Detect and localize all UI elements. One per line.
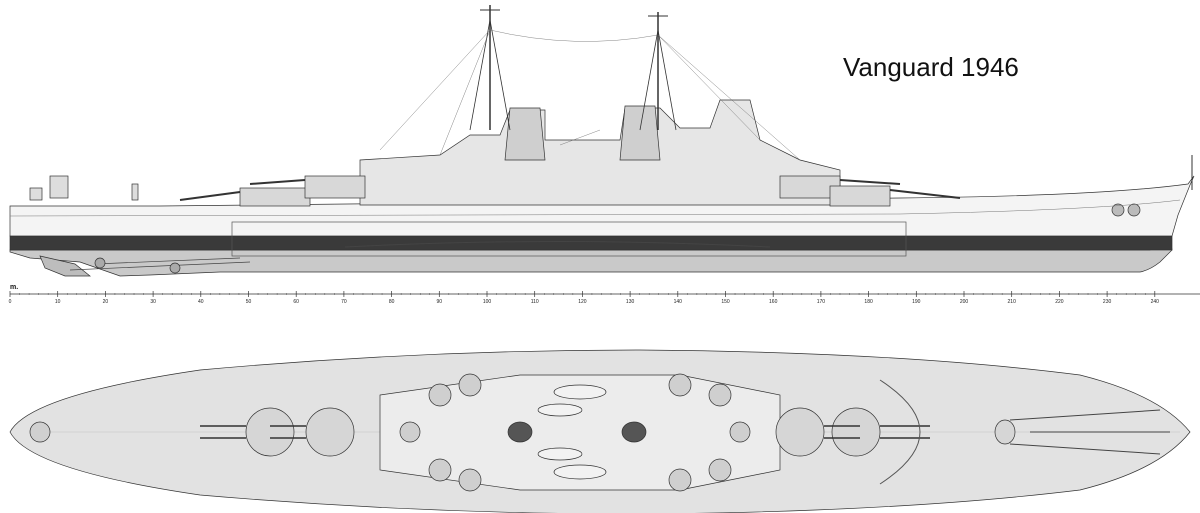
side-profile-view bbox=[9, 5, 1195, 277]
scale-tick-label: 200 bbox=[960, 299, 969, 305]
fore-funnel bbox=[504, 107, 546, 161]
anchor-hawse bbox=[1127, 203, 1141, 217]
plan-main-turrets bbox=[245, 407, 881, 457]
plan-turret-y bbox=[831, 407, 881, 457]
drawing-title: Vanguard 1946 bbox=[843, 52, 1019, 82]
plan-superstructure bbox=[379, 374, 781, 491]
turret-a bbox=[239, 187, 311, 207]
scale-tick-label: 180 bbox=[864, 299, 873, 305]
scale-unit-label: m. bbox=[10, 284, 18, 291]
scale-tick-label: 80 bbox=[389, 299, 395, 305]
scale-tick-label: 60 bbox=[293, 299, 299, 305]
scale-tick-label: 120 bbox=[578, 299, 587, 305]
rudder-skeg bbox=[39, 255, 91, 277]
fore-mast-leg bbox=[489, 19, 511, 131]
plan-turret-b bbox=[305, 407, 355, 457]
scale-tick-label: 170 bbox=[817, 299, 826, 305]
scale-tick-label: 130 bbox=[626, 299, 635, 305]
stern-fitting bbox=[29, 187, 43, 201]
stern-fitting bbox=[49, 175, 69, 199]
scale-bar: m. 0 10 20 30 40 50 60 70 80 90 100 110 120 130 140 150… bbox=[9, 284, 1200, 305]
superstructure bbox=[359, 99, 841, 206]
propeller-shaft bbox=[94, 257, 241, 265]
scale-tick-label: 10 bbox=[55, 299, 61, 305]
scale-tick-label: 50 bbox=[246, 299, 252, 305]
main-mast-leg bbox=[657, 29, 677, 131]
sheer-line bbox=[9, 199, 1181, 217]
gun-barrels bbox=[179, 179, 961, 201]
plan-turret-x bbox=[775, 407, 825, 457]
plan-boats bbox=[537, 384, 607, 480]
scale-tick-label: 240 bbox=[1151, 299, 1160, 305]
scale-tick-label: 150 bbox=[721, 299, 730, 305]
scale-tick-label: 70 bbox=[341, 299, 347, 305]
scale-tick-label: 40 bbox=[198, 299, 204, 305]
scale-tick-label: 100 bbox=[483, 299, 492, 305]
propeller-shaft bbox=[69, 261, 251, 271]
scale-ticks: 0 10 20 30 40 50 60 70 80 90 100 110 120 130 140 150 160… bbox=[9, 291, 1160, 305]
scale-tick-label: 90 bbox=[437, 299, 443, 305]
plan-aft-funnel bbox=[621, 421, 647, 443]
bilge-keel bbox=[344, 241, 771, 248]
plan-breakwater bbox=[879, 379, 921, 485]
turret-y bbox=[829, 185, 891, 207]
plan-turret-a bbox=[245, 407, 295, 457]
aft-funnel bbox=[619, 105, 661, 161]
scale-tick-label: 220 bbox=[1055, 299, 1064, 305]
plan-fore-funnel bbox=[507, 421, 533, 443]
plan-anchor-gear bbox=[1009, 409, 1170, 455]
anchor-hawse bbox=[1111, 203, 1125, 217]
flagstaff-base bbox=[131, 183, 139, 201]
scale-tick-label: 210 bbox=[1008, 299, 1017, 305]
fore-mast-leg bbox=[469, 19, 491, 131]
scale-tick-label: 0 bbox=[9, 299, 12, 305]
scale-tick-label: 190 bbox=[912, 299, 921, 305]
plan-stern-mount bbox=[29, 421, 51, 443]
rigging bbox=[379, 29, 801, 161]
scale-tick-label: 20 bbox=[103, 299, 109, 305]
profile-turrets bbox=[239, 175, 891, 207]
plan-gun-barrels bbox=[200, 425, 930, 439]
scale-tick-label: 160 bbox=[769, 299, 778, 305]
scale-tick-label: 110 bbox=[531, 299, 539, 305]
scale-tick-label: 230 bbox=[1103, 299, 1112, 305]
turret-b bbox=[304, 175, 366, 199]
plan-secondary-mounts bbox=[399, 373, 751, 492]
scale-tick-label: 30 bbox=[150, 299, 156, 305]
main-mast-leg bbox=[639, 29, 659, 131]
propeller bbox=[169, 262, 181, 274]
boot-topping bbox=[9, 235, 1173, 251]
armor-belt-outline bbox=[231, 221, 907, 257]
plan-bow-capstan bbox=[994, 419, 1016, 445]
plan-view bbox=[9, 349, 1191, 513]
propeller bbox=[94, 257, 106, 269]
scale-tick-label: 140 bbox=[674, 299, 683, 305]
